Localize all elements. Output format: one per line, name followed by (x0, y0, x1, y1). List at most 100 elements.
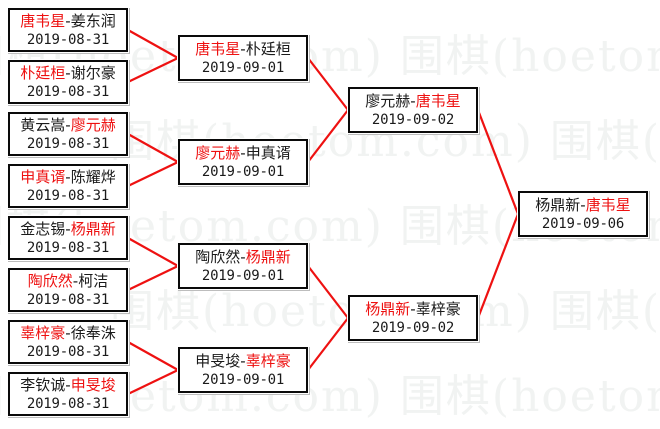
match-date: 2019-08-31 (26, 395, 110, 412)
bracket-connector (127, 237, 179, 267)
match-date: 2019-09-01 (201, 163, 285, 180)
match-pairing: 陶欣然-杨鼎新 (195, 248, 290, 267)
player-loser: 徐奉洙 (70, 323, 116, 342)
player-winner: 杨鼎新 (365, 299, 411, 318)
pairing-separator: - (410, 299, 416, 318)
match-date: 2019-09-01 (201, 59, 285, 76)
pairing-separator: - (65, 375, 71, 394)
pairing-separator: - (240, 351, 246, 370)
player-winner: 朴廷桓 (20, 63, 66, 82)
match-pairing: 唐韦星-姜东润 (20, 12, 115, 31)
pairing-separator: - (72, 271, 79, 290)
player-loser: 杨鼎新 (535, 195, 581, 214)
match-pairing: 申真谞-陈耀烨 (20, 168, 115, 187)
player-loser: 廖元赫 (365, 91, 411, 110)
player-winner: 唐韦星 (20, 11, 66, 30)
match-pairing: 黄云嵩-廖元赫 (20, 116, 115, 135)
bracket-connector (476, 109, 520, 215)
player-winner: 陶欣然 (27, 271, 73, 290)
bracket-connector (127, 133, 179, 163)
player-loser: 李钦诚 (20, 375, 66, 394)
player-winner: 廖元赫 (195, 143, 241, 162)
pairing-separator: - (65, 219, 71, 238)
player-loser: 朴廷桓 (245, 39, 291, 58)
player-winner: 辜梓豪 (20, 323, 66, 342)
pairing-separator: - (410, 91, 416, 110)
match-date: 2019-09-02 (371, 319, 455, 336)
match-pairing: 陶欣然-柯洁 (28, 272, 108, 291)
player-loser: 辜梓豪 (415, 299, 461, 318)
player-loser: 陶欣然 (195, 247, 241, 266)
match-date: 2019-08-31 (26, 187, 110, 204)
bracket-connector (127, 161, 179, 187)
match-pairing: 李钦诚-申旻埈 (20, 376, 115, 395)
match-date: 2019-08-31 (26, 31, 110, 48)
bracket-connector (127, 341, 179, 371)
bracket-connector (127, 29, 179, 59)
player-winner: 唐韦星 (415, 91, 461, 110)
player-winner: 唐韦星 (585, 195, 631, 214)
match-pairing: 朴廷桓-谢尔豪 (20, 64, 115, 83)
player-winner: 申真谞 (20, 167, 66, 186)
player-loser: 申真谞 (245, 143, 291, 162)
match-date: 2019-09-06 (541, 215, 625, 232)
player-winner: 杨鼎新 (245, 247, 291, 266)
match-date: 2019-08-31 (26, 239, 110, 256)
match-pairing: 杨鼎新-辜梓豪 (365, 300, 460, 319)
player-winner: 廖元赫 (70, 115, 116, 134)
bracket-connector (127, 369, 179, 395)
bracket-connector (476, 213, 520, 319)
match-pairing: 辜梓豪-徐奉洙 (20, 324, 115, 343)
match-date: 2019-09-02 (371, 111, 455, 128)
bracket-connector (307, 109, 349, 163)
pairing-separator: - (240, 143, 246, 162)
pairing-separator: - (65, 63, 71, 82)
match-pairing: 唐韦星-朴廷桓 (195, 40, 290, 59)
player-winner: 杨鼎新 (70, 219, 116, 238)
bracket-connector (307, 57, 349, 111)
match-date: 2019-08-31 (26, 291, 110, 308)
match-date: 2019-08-31 (26, 135, 110, 152)
player-loser: 金志锡 (20, 219, 66, 238)
match-date: 2019-09-01 (201, 371, 285, 388)
player-winner: 申旻埈 (70, 375, 116, 394)
player-winner: 辜梓豪 (245, 351, 291, 370)
player-loser: 黄云嵩 (20, 115, 66, 134)
pairing-separator: - (240, 247, 246, 266)
match-date: 2019-08-31 (26, 83, 110, 100)
player-loser: 陈耀烨 (70, 167, 116, 186)
match-pairing: 廖元赫-唐韦星 (365, 92, 460, 111)
match-pairing: 廖元赫-申真谞 (195, 144, 290, 163)
bracket-connector (127, 265, 179, 291)
player-loser: 谢尔豪 (70, 63, 116, 82)
pairing-separator: - (65, 11, 71, 30)
pairing-separator: - (65, 323, 71, 342)
pairing-separator: - (240, 39, 246, 58)
player-loser: 姜东润 (70, 11, 116, 30)
bracket-connector (307, 317, 349, 371)
pairing-separator: - (65, 115, 71, 134)
player-loser: 申旻埈 (195, 351, 241, 370)
match-pairing: 金志锡-杨鼎新 (20, 220, 115, 239)
pairing-separator: - (65, 167, 71, 186)
player-winner: 唐韦星 (195, 39, 241, 58)
match-pairing: 杨鼎新-唐韦星 (535, 196, 630, 215)
pairing-separator: - (580, 195, 586, 214)
bracket-connector (307, 265, 349, 319)
